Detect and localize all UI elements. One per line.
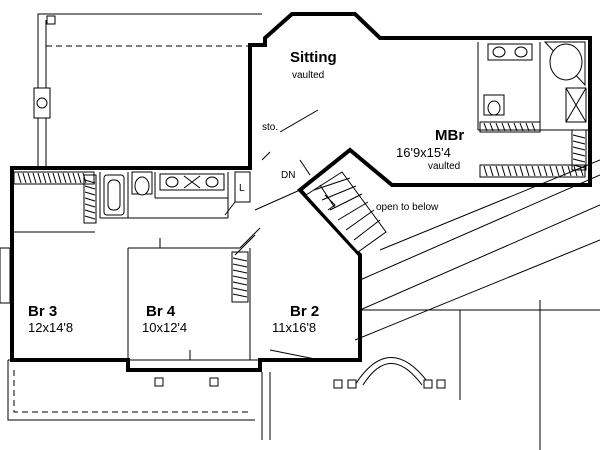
window-bay bbox=[0, 247, 11, 304]
stair-down-label: DN bbox=[281, 170, 295, 181]
door-openings bbox=[159, 234, 321, 361]
post-marker bbox=[46, 15, 56, 25]
open-to-below-label: open to below bbox=[376, 202, 439, 213]
exterior-wall bbox=[10, 12, 592, 372]
room-note-master: vaulted bbox=[428, 161, 460, 172]
laundry-label: L bbox=[239, 183, 245, 194]
closet-shelving bbox=[13, 121, 587, 303]
chimney-box bbox=[33, 87, 51, 119]
room-name-master: MBr bbox=[435, 127, 464, 144]
room-dims-br4: 10x12'4 bbox=[142, 320, 187, 335]
room-name-br4: Br 4 bbox=[146, 303, 176, 320]
lower-floor-outline bbox=[0, 13, 600, 450]
interior-walls bbox=[12, 42, 590, 360]
room-name-br2: Br 2 bbox=[290, 303, 319, 320]
toilet bbox=[134, 176, 150, 196]
room-name-sitting: Sitting bbox=[290, 49, 337, 66]
storage-label: sto. bbox=[262, 122, 278, 133]
room-dims-br3: 12x14'8 bbox=[28, 320, 73, 335]
room-name-br3: Br 3 bbox=[28, 303, 57, 320]
room-dims-br2: 11x16'8 bbox=[272, 320, 316, 335]
room-note-sitting: vaulted bbox=[292, 70, 324, 81]
room-dims-master: 16'9x15'4 bbox=[396, 145, 451, 160]
stairway bbox=[305, 171, 387, 253]
bath-fixtures bbox=[103, 41, 587, 216]
